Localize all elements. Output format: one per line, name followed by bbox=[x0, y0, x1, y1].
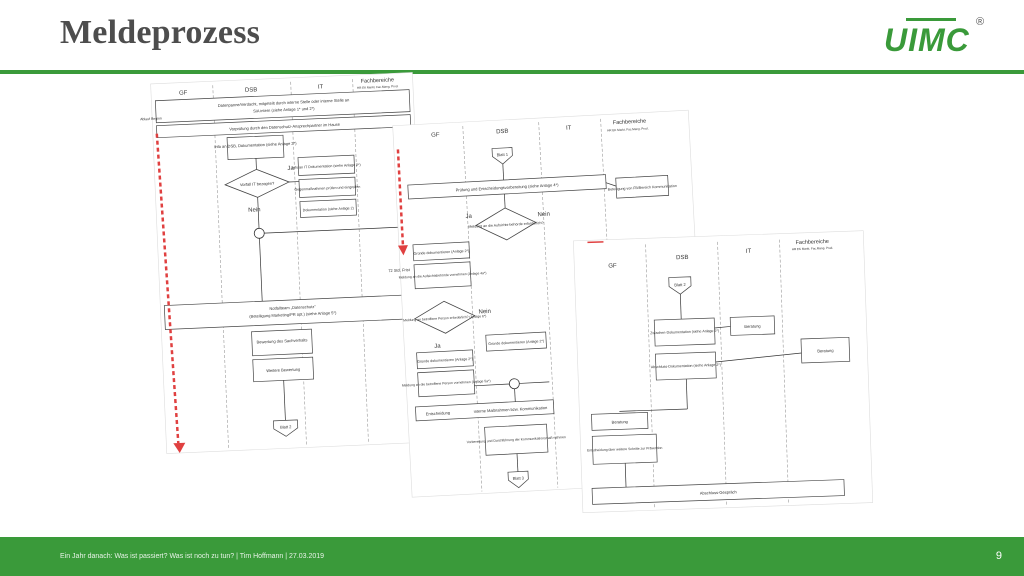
box-notfallteam: Notfallteam „Datenschutz“ bbox=[269, 304, 316, 311]
lane-fachbereiche-2: Fachbereiche bbox=[613, 118, 647, 126]
label-nein: Nein bbox=[248, 207, 261, 214]
lane-dsb-2: DSB bbox=[496, 129, 509, 136]
box-bewertung: Bewertung des Sachverhalts bbox=[256, 337, 307, 344]
logo-accent-line bbox=[906, 18, 956, 21]
box-info-dsb: Info an DSB, Dokumentation (siehe Anlage… bbox=[214, 141, 297, 150]
diamond-meldung-aufsicht: Meldung an die Aufsichts-behörde erforde… bbox=[468, 221, 543, 229]
label-nein-3: Nein bbox=[478, 309, 491, 316]
box-gruende-2: Gründe dokumentieren (Anlage 2*) bbox=[488, 339, 544, 346]
lane-fachbereiche-sub-2: HR EK Markt. Fac.Mang. Prod. bbox=[607, 126, 649, 132]
label-frist: 72 Std. Frist bbox=[388, 267, 411, 273]
box-weitere-bewertung: Weitere Bewertung bbox=[266, 367, 300, 373]
box-info-it: Info an IT Dokumentation (siehe Anlage 2… bbox=[292, 163, 361, 170]
sheet-3-paper bbox=[573, 230, 874, 514]
timeline-mark-3 bbox=[587, 241, 604, 244]
box-interne-massnahmen: interne Maßnahmen bzw. Kommunikation bbox=[474, 405, 548, 414]
box-blatt-2-ref: Blatt 2 bbox=[674, 282, 686, 287]
logo-text: UIMC bbox=[884, 22, 970, 58]
box-beteiligung-marketing: (Beteiligung Marketing/PR opt.) (siehe A… bbox=[249, 310, 337, 319]
lane-fachbereiche-sub: HR EK Markt. Fac.Mang. Prod. bbox=[357, 84, 399, 90]
timeline-arrow-2 bbox=[396, 149, 405, 246]
lane-gf-3: GF bbox=[608, 263, 617, 269]
label-nein-2: Nein bbox=[537, 212, 550, 219]
lane-dsb: DSB bbox=[245, 87, 258, 94]
box-meldung-person: Meldung an die betroffene Person vornehm… bbox=[402, 379, 491, 388]
diamond-meldung-person: Meldung an betroffene Person erforderlic… bbox=[403, 314, 486, 322]
uimc-logo: UIMC ® bbox=[884, 16, 994, 60]
lane-it: IT bbox=[318, 84, 324, 90]
lane-dsb-3: DSB bbox=[676, 255, 689, 261]
footer-text: Ein Jahr danach: Was ist passiert? Was i… bbox=[60, 553, 325, 560]
box-abschluss-gespraech: Abschluss-Gespräch bbox=[700, 489, 737, 495]
box-gruende-1: Gründe dokumentieren (Anlage 2*) bbox=[413, 249, 469, 256]
lane-it-2: IT bbox=[566, 125, 572, 131]
box-beratung-3: Beratung bbox=[612, 419, 628, 425]
lane-fachbereiche: Fachbereiche bbox=[361, 77, 395, 84]
box-blatt-1: Blatt 1 bbox=[497, 152, 509, 158]
lane-it-3: IT bbox=[746, 249, 752, 255]
box-meldung-aufsicht: Meldung an die Aufsichtsbehörde vornehme… bbox=[399, 271, 487, 280]
label-ja: Ja bbox=[287, 166, 294, 172]
diamond-vorfall-it: Vorfall IT bezogen? bbox=[240, 181, 275, 188]
label-ja-3: Ja bbox=[434, 343, 441, 349]
box-entscheidung-praevention: Entscheidung über weitere Schritte zur P… bbox=[587, 446, 663, 453]
box-beratung-1: Beratung bbox=[744, 323, 760, 329]
timeline-arrow-1 bbox=[155, 133, 180, 444]
box-dokumentation: Dokumentation (siehe Anlage 2) bbox=[303, 206, 354, 212]
box-pruefung: Prüfung und Entscheidungsvorbereitung (s… bbox=[456, 182, 560, 192]
box-gruende-3: Gründe dokumentieren (Anlage 2*) bbox=[417, 357, 473, 364]
lane-gf: GF bbox=[179, 90, 188, 96]
box-sia-intern: SiA intern (siehe Anlage 1* und 2*) bbox=[253, 106, 315, 114]
footer-bar: Ein Jahr danach: Was ist passiert? Was i… bbox=[0, 537, 1024, 576]
box-beratung-2: Beratung bbox=[817, 348, 833, 354]
lane-fachbereiche-3: Fachbereiche bbox=[796, 239, 830, 246]
lane-fachbereiche-sub-3: HR EK Markt. Fac.Mang. Prod. bbox=[792, 246, 834, 251]
box-vorbereitung-kommunikation: Vorbereitung und Durchführung der Kommun… bbox=[467, 435, 567, 444]
box-zwischen-doku: Zwischen-Dokumentation (siehe Anlage 2*) bbox=[650, 329, 719, 335]
box-gegenmassnahmen: Gegenmaßnahmen prüfen und eingreifen bbox=[294, 185, 360, 192]
start-label: Ablauf Beginn bbox=[140, 116, 162, 121]
box-beteiligung-fb: Beteiligung von FB/Bereich Kommunikation bbox=[608, 184, 677, 192]
page-title: Meldeprozess bbox=[60, 14, 261, 51]
lane-gf-2: GF bbox=[431, 132, 440, 138]
box-entscheidung: Entscheidung bbox=[426, 410, 450, 416]
box-vorpruefung: Vorprüfung durch den Datenschutz-Ansprec… bbox=[229, 122, 341, 132]
header-divider bbox=[0, 70, 1024, 74]
box-blatt-3: Blatt 3 bbox=[512, 475, 524, 481]
page-number: 9 bbox=[995, 550, 1002, 562]
logo-registered-mark: ® bbox=[976, 16, 985, 28]
label-ja-2: Ja bbox=[465, 214, 472, 220]
box-datenpanne: Datenpanne/Verdacht, mitgeteilt durch in… bbox=[218, 97, 350, 108]
box-abschluss-doku: Abschluss-Dokumentation (siehe Anlage 2*… bbox=[651, 363, 721, 369]
box-blatt-2: Blatt 2 bbox=[280, 424, 292, 430]
